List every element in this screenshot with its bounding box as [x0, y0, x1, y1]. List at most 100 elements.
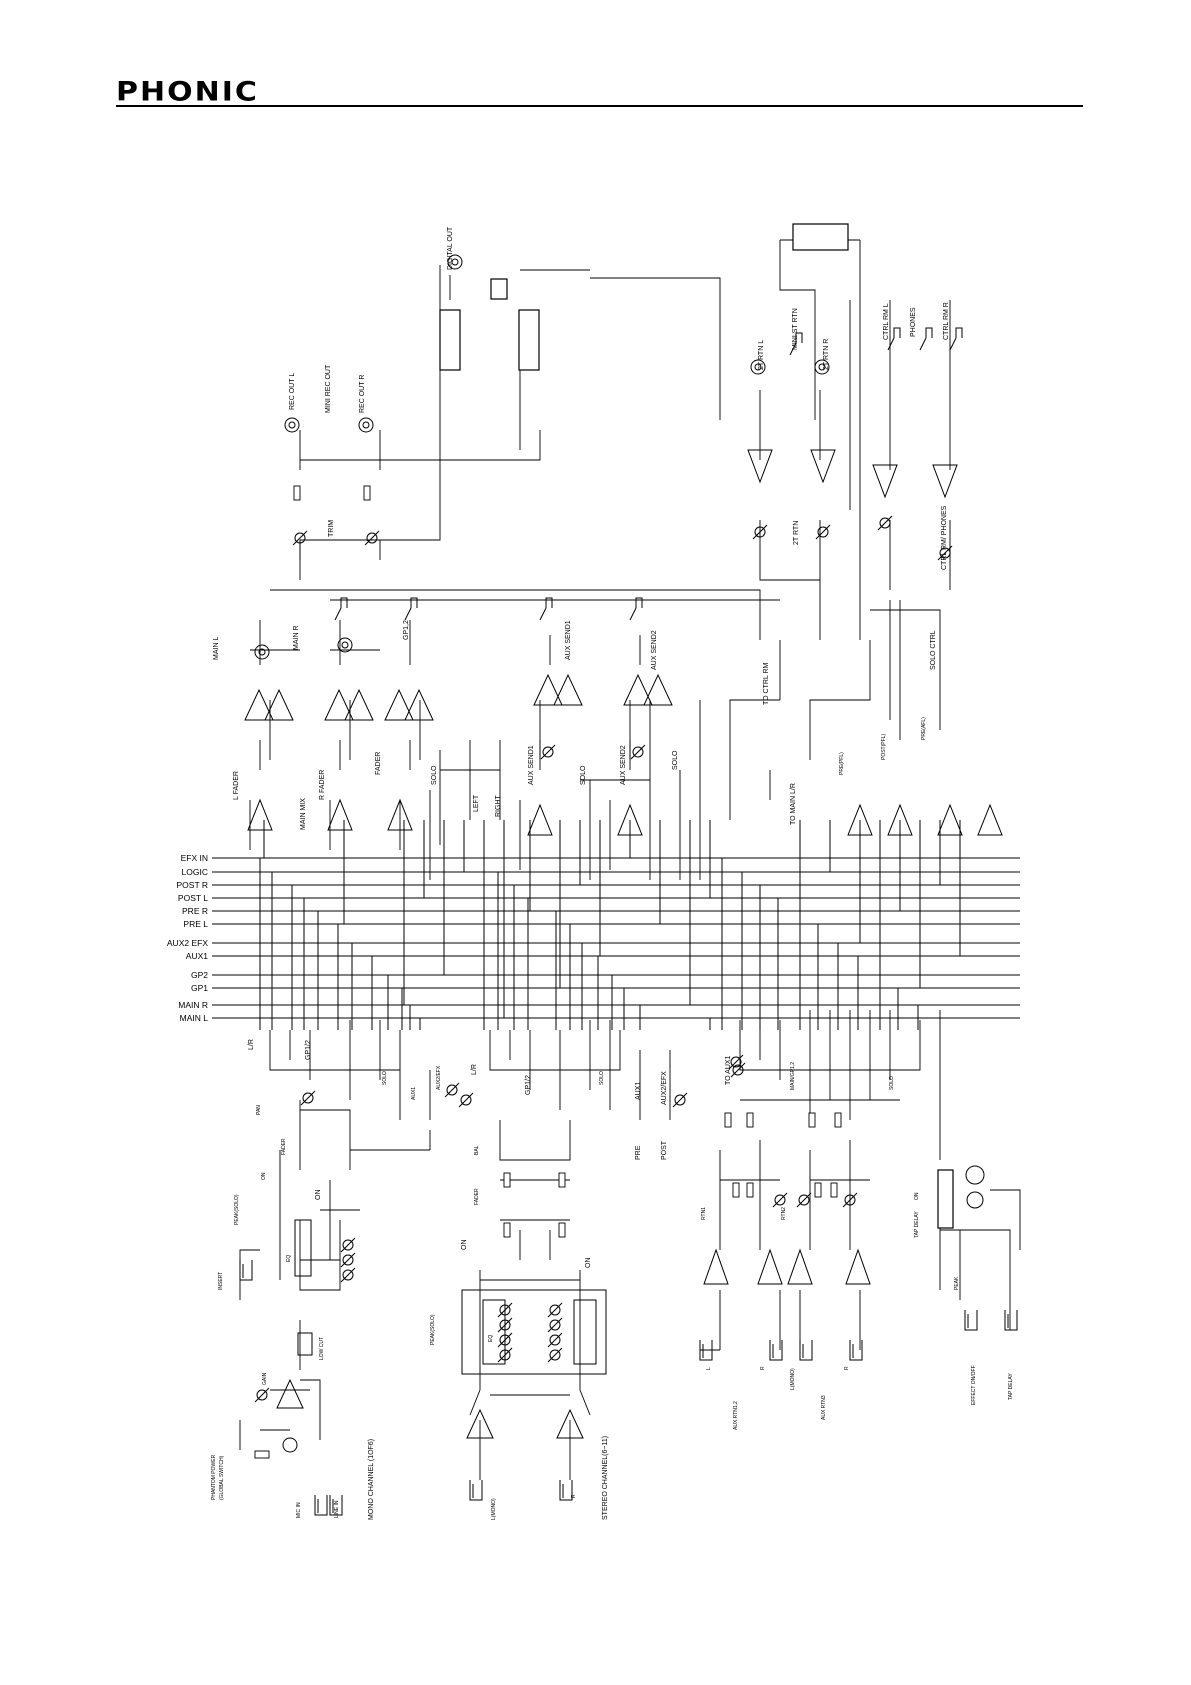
stereo-solo-label: SOLO — [599, 1071, 605, 1085]
mic-xlr — [282, 1437, 298, 1453]
amp-triangle — [937, 803, 963, 836]
eq-blocks — [294, 1219, 607, 1375]
trim-label: TRIM — [328, 520, 335, 537]
rtn3-r-label: R — [844, 1366, 850, 1370]
pot-arrow — [547, 1302, 563, 1318]
resistor — [724, 1112, 732, 1128]
stereo-channel-title: STEREO CHANNEL(6~11) — [602, 1436, 609, 1520]
stereo-on2-label: ON — [585, 1258, 592, 1269]
bus-label: MAIN R — [178, 1000, 208, 1010]
jack-circle-inner — [258, 648, 266, 656]
resistor — [558, 1222, 566, 1238]
amp-triangle — [466, 1408, 494, 1439]
ctrl-rm-r-label: CTRL RM R — [943, 302, 950, 340]
phantom-label: PHANTOM POWER — [211, 1454, 217, 1500]
pot-arrow — [547, 1317, 563, 1333]
aux-r-label: R — [760, 1366, 766, 1370]
amp-triangle — [324, 688, 354, 721]
amp-triangle — [703, 1248, 729, 1285]
rtn-solo-label: SOLO — [889, 1076, 895, 1090]
tap-delay-label: TAP DELAY — [1008, 1373, 1014, 1400]
pot-circle — [499, 1334, 511, 1346]
jack-circle — [358, 417, 374, 433]
efx-tap-delay-label: TAP DELAY — [914, 1211, 920, 1238]
pot-arrow — [728, 1054, 744, 1070]
resistor — [746, 1182, 754, 1198]
phones-label: PHONES — [910, 307, 917, 337]
stereo-aux2efx-label: AUX2/EFX — [661, 1071, 668, 1105]
amp-triangle — [244, 688, 274, 721]
potentiometers — [254, 515, 985, 1403]
amp-triangle — [643, 673, 673, 706]
main-l-label: MAIN L — [213, 637, 220, 660]
pot-circle — [549, 1349, 561, 1361]
pot-arrow — [292, 530, 308, 546]
gp-fader-label: FADER — [375, 752, 382, 775]
jack-circle — [284, 417, 300, 433]
mono-aux1-label: AUX1 — [411, 1087, 417, 1100]
pot-arrow — [300, 1090, 316, 1106]
amp-triangle — [384, 688, 414, 721]
resistor — [746, 1112, 754, 1128]
main-gp12-label: MAIN/GP1,2 — [790, 1062, 796, 1090]
bus-label: AUX1 — [186, 951, 208, 961]
gain-triangles — [244, 449, 1003, 1439]
resistor — [814, 1182, 822, 1198]
phone-jack — [919, 327, 933, 351]
pot-arrow — [815, 524, 831, 540]
resistor — [363, 485, 371, 501]
pot-circle — [499, 1304, 511, 1316]
pot-circle — [549, 1319, 561, 1331]
pot-arrow — [547, 1332, 563, 1348]
pre-afl-label: PRE(AFL) — [921, 717, 927, 740]
phone-jack — [334, 597, 348, 621]
bus-label: POST R — [177, 880, 209, 890]
stereo-gp12-label: GP1/2 — [525, 1075, 532, 1095]
out-solo-label: SOLO — [431, 765, 438, 785]
jack-socket — [559, 1480, 573, 1501]
amp-triangle — [845, 1248, 871, 1285]
line-in-label: LINE IN — [334, 1500, 340, 1518]
phone-jack — [629, 597, 643, 621]
efx-peak-label: PEAK — [954, 1276, 960, 1290]
pot-circle — [879, 517, 891, 529]
resistor — [503, 1172, 511, 1188]
to-main-lr-label: TO MAIN L/R — [790, 783, 797, 825]
phone-jack — [949, 327, 963, 351]
mono-eq-label: EQ — [286, 1255, 292, 1262]
pot-arrow — [547, 1347, 563, 1363]
jack-socket — [699, 1340, 713, 1361]
mono-gain-label: GAIN — [262, 1372, 268, 1385]
jack-socket — [329, 1495, 343, 1516]
bus-label: GP1 — [191, 983, 208, 993]
wiring — [239, 239, 1021, 1480]
pot-arrow — [340, 1237, 356, 1253]
aux-send1-pot-label: AUX SEND1 — [528, 745, 535, 785]
pot-arrow — [340, 1267, 356, 1283]
resistors — [254, 485, 842, 1459]
jack-socket — [1004, 1310, 1018, 1331]
amp-triangle — [872, 464, 898, 499]
stereo-l-mono-label: L(MONO) — [491, 1498, 497, 1520]
pot-circle — [256, 1389, 268, 1401]
bus-label: MAIN L — [180, 1013, 209, 1023]
amp-triangle — [623, 673, 653, 706]
resistor — [503, 1222, 511, 1238]
bus-lines — [212, 820, 1020, 1030]
post-pfl-label: POST(PFL) — [881, 734, 887, 760]
r-fader-label: R FADER — [319, 770, 326, 800]
resistor — [834, 1112, 842, 1128]
resistor — [293, 485, 301, 501]
global-switch-label: (GLOBAL SWITCH) — [219, 1455, 225, 1500]
pot-circle — [302, 1092, 314, 1104]
stereo-fader-label: FADER — [474, 1188, 480, 1205]
amp-triangle — [276, 1378, 304, 1409]
stereo-pre-label: PRE — [635, 1145, 642, 1160]
pot-arrow — [364, 530, 380, 546]
rec-out-l-label: REC OUT L — [289, 373, 296, 410]
pot-circle — [549, 1334, 561, 1346]
bus-label: POST L — [178, 893, 208, 903]
pot-arrow — [877, 515, 893, 531]
gp12-out-label: GP1,2 — [403, 620, 410, 640]
pot-circle — [732, 1064, 744, 1076]
